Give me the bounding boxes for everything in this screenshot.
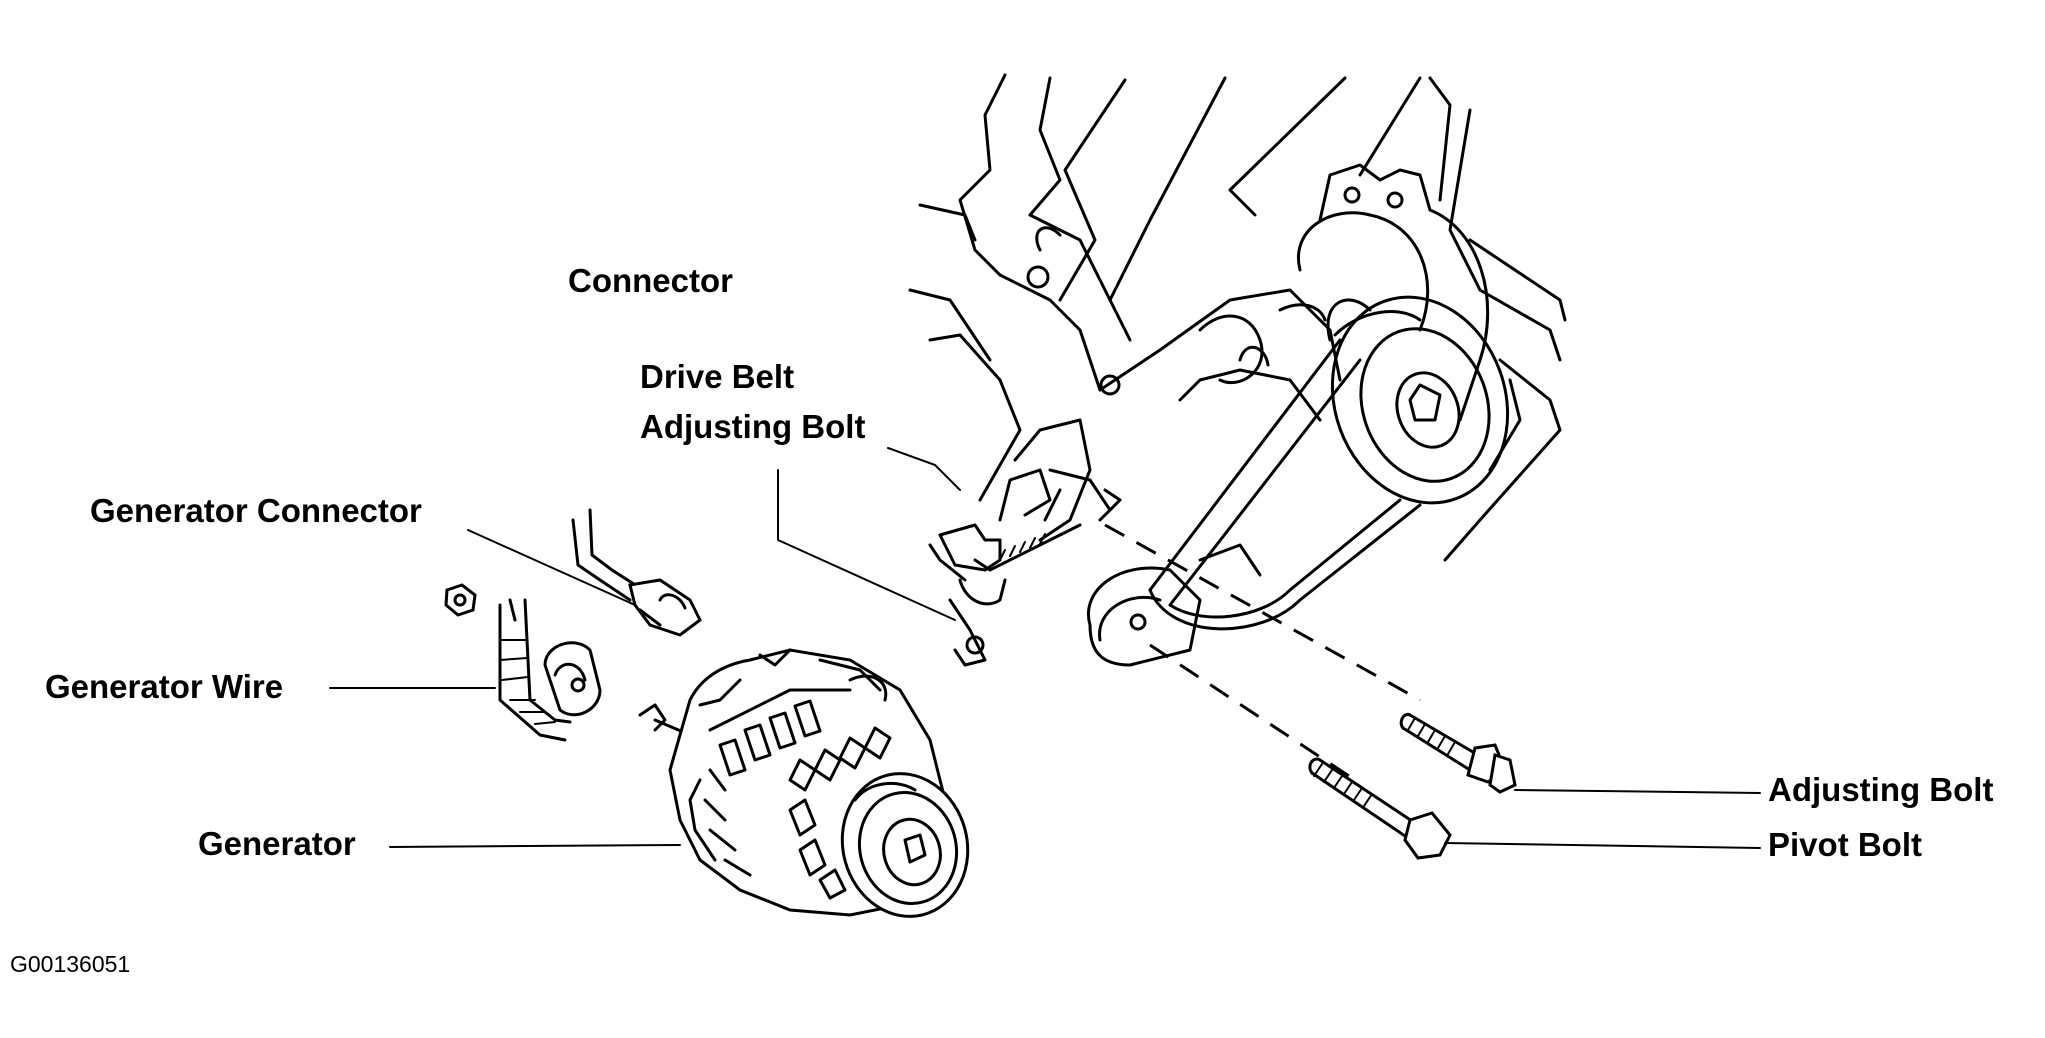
- generator-wire-part: [444, 583, 602, 742]
- pivot-bolt-part: [1308, 757, 1452, 860]
- pivot-bolt-label: Pivot Bolt: [1768, 826, 1922, 863]
- figure-code: G00136051: [10, 951, 131, 977]
- alignment-lines: [1104, 523, 1421, 782]
- adjusting-bolt-part: [1399, 712, 1517, 794]
- generator-connector-part: [571, 508, 702, 637]
- drive-belt-label-line1: Drive Belt: [640, 358, 795, 395]
- generator-part: [638, 648, 970, 918]
- engine-block: [908, 73, 1567, 667]
- connector-label: Connector: [568, 262, 733, 299]
- generator-label: Generator: [198, 825, 356, 862]
- drive-belt-label-line2: Adjusting Bolt: [640, 408, 866, 445]
- generator-connector-label: Generator Connector: [90, 492, 422, 529]
- adjusting-bolt-label: Adjusting Bolt: [1768, 771, 1994, 808]
- generator-wire-label: Generator Wire: [45, 668, 284, 705]
- leader-lines: [329, 447, 1761, 849]
